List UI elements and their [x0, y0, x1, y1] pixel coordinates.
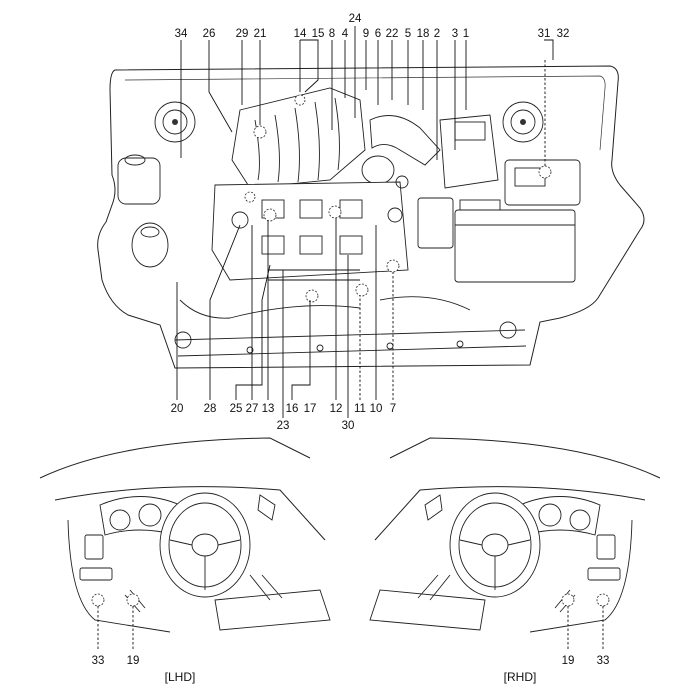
- callout-3: 3: [452, 28, 458, 40]
- callout-31: 31: [538, 28, 551, 40]
- callout-23: 23: [277, 420, 290, 432]
- callout-20: 20: [171, 403, 184, 415]
- callout-labels: 34 26 29 21 14 15 24 8 4 9 6 22 5 18 2 3…: [92, 13, 610, 684]
- callout-27: 27: [246, 403, 259, 415]
- callout-1: 1: [463, 28, 469, 40]
- hidden-component-markers: [244, 94, 552, 303]
- callout-28: 28: [204, 403, 217, 415]
- callout-16: 16: [286, 403, 299, 415]
- callout-8: 8: [329, 28, 335, 40]
- lhd-caption: [LHD]: [165, 670, 196, 684]
- leader-lines: [176, 26, 554, 418]
- callout-14: 14: [294, 28, 307, 40]
- callout-9: 9: [363, 28, 369, 40]
- callout-33-lhd: 33: [92, 655, 105, 667]
- callout-11: 11: [354, 403, 366, 415]
- callout-18: 18: [417, 28, 430, 40]
- rhd-interior-illustration: [369, 437, 661, 650]
- callout-34: 34: [175, 28, 188, 40]
- callout-30: 30: [342, 420, 355, 432]
- callout-29: 29: [236, 28, 249, 40]
- callout-13: 13: [262, 403, 275, 415]
- callout-32: 32: [557, 28, 570, 40]
- callout-17: 17: [304, 403, 317, 415]
- callout-19-rhd: 19: [562, 655, 575, 667]
- callout-19-lhd: 19: [127, 655, 140, 667]
- callout-2: 2: [434, 28, 440, 40]
- callout-7: 7: [390, 403, 396, 415]
- callout-10: 10: [370, 403, 383, 415]
- callout-22: 22: [386, 28, 399, 40]
- callout-26: 26: [203, 28, 216, 40]
- callout-15: 15: [312, 28, 325, 40]
- rhd-caption: [RHD]: [504, 670, 537, 684]
- lhd-interior-illustration: [39, 437, 331, 650]
- callout-25: 25: [230, 403, 243, 415]
- callout-5: 5: [405, 28, 411, 40]
- callout-12: 12: [330, 403, 343, 415]
- callout-21: 21: [254, 28, 267, 40]
- callout-24: 24: [349, 13, 362, 25]
- callout-6: 6: [375, 28, 381, 40]
- callout-4: 4: [342, 28, 349, 40]
- callout-33-rhd: 33: [597, 655, 610, 667]
- engine-bay-illustration: [97, 65, 645, 369]
